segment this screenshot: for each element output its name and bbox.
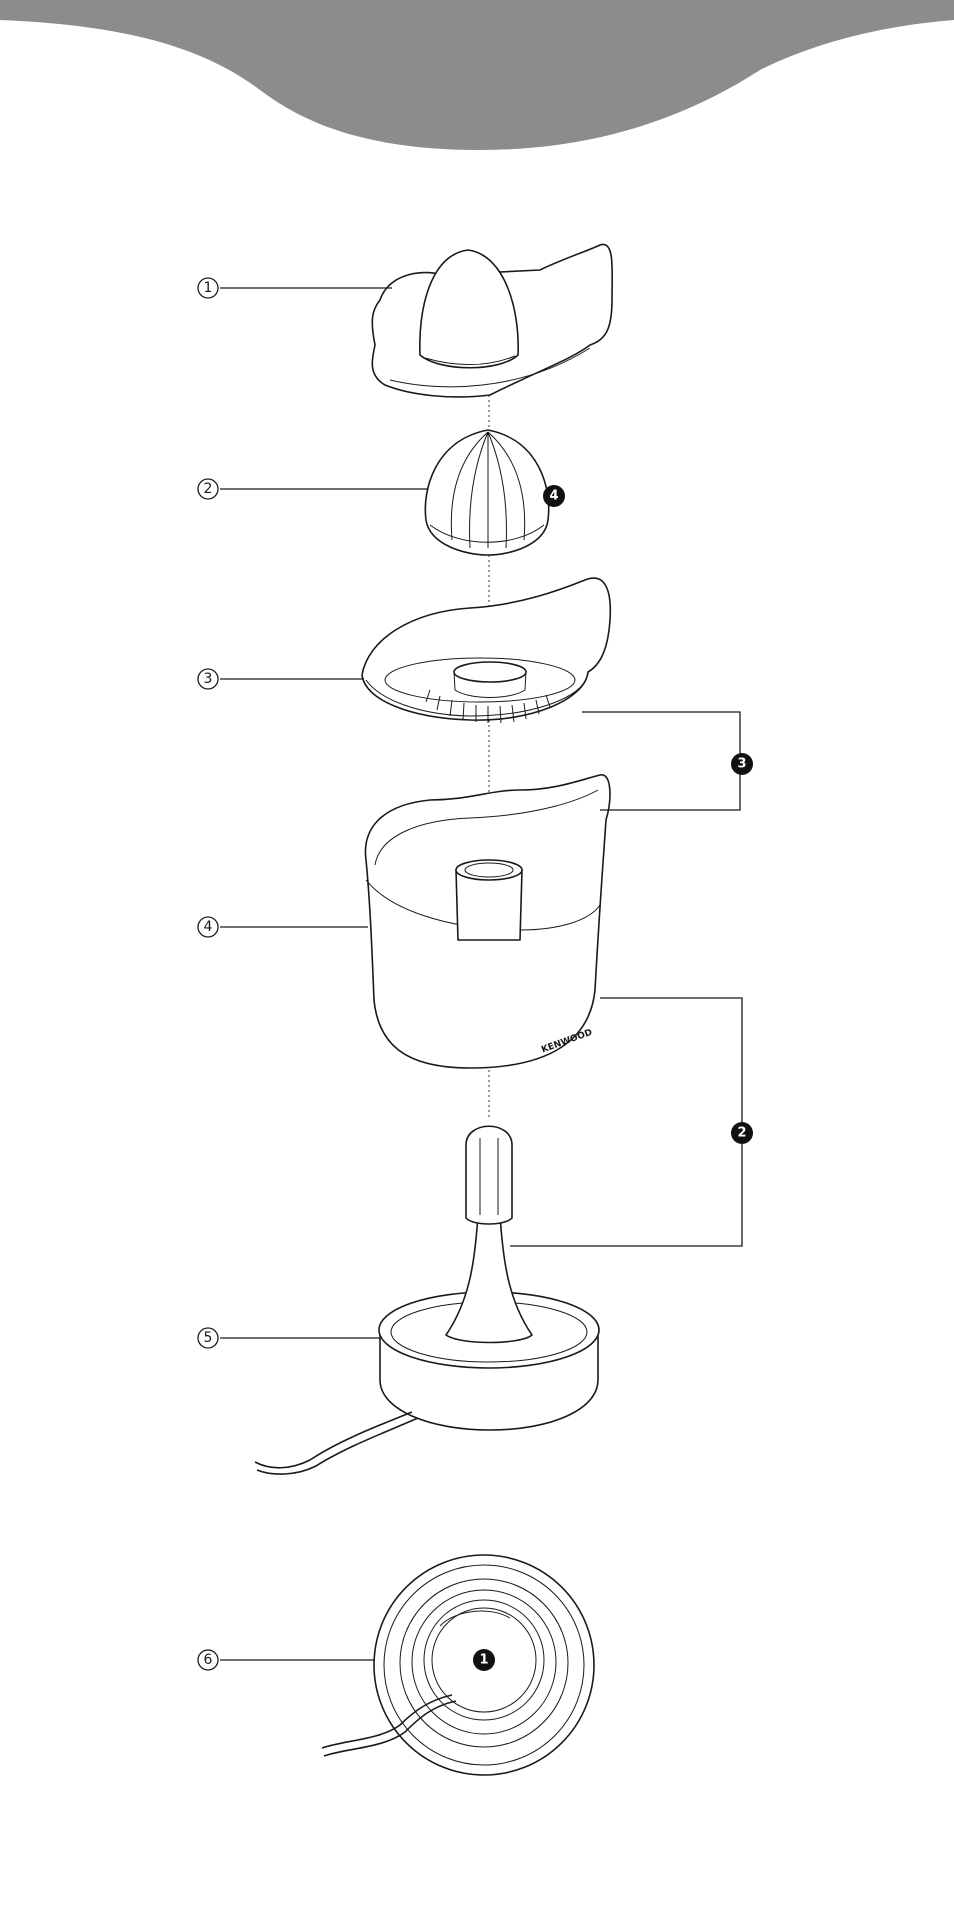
callout-4: 4 — [198, 917, 218, 937]
svg-text:2: 2 — [204, 481, 213, 497]
svg-text:4: 4 — [204, 919, 213, 935]
svg-text:4: 4 — [549, 489, 558, 504]
large-cone-sieve — [362, 578, 610, 723]
callout-6: 6 — [198, 1650, 218, 1670]
svg-text:1: 1 — [479, 1653, 488, 1668]
svg-text:1: 1 — [204, 280, 213, 296]
svg-text:6: 6 — [204, 1652, 213, 1668]
base-underside-cord-storage — [322, 1555, 594, 1775]
callout-5: 5 — [198, 1328, 218, 1348]
juice-container: KENWOOD — [365, 775, 609, 1068]
svg-text:3: 3 — [204, 671, 213, 687]
small-cone — [425, 430, 548, 555]
badge-base: 1 — [473, 1649, 495, 1671]
header-wave — [0, 0, 954, 150]
power-unit-base — [255, 1126, 599, 1474]
svg-text:3: 3 — [737, 757, 746, 772]
callout-2: 2 — [198, 479, 218, 499]
juicer-cover — [372, 244, 612, 397]
badge-container: 2 — [731, 1122, 753, 1144]
callout-3: 3 — [198, 669, 218, 689]
svg-text:2: 2 — [737, 1126, 746, 1141]
badge-cone: 4 — [543, 485, 565, 507]
callout-1: 1 — [198, 278, 218, 298]
svg-text:5: 5 — [204, 1330, 213, 1346]
badge-sieve: 3 — [731, 753, 753, 775]
